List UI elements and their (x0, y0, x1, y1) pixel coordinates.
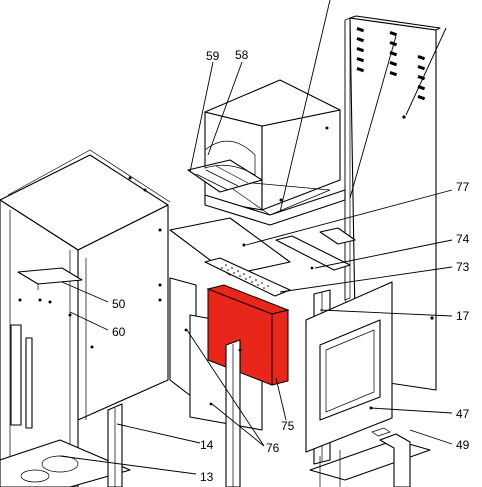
door[interactable] (305, 281, 393, 453)
shelf-bracket[interactable] (17, 267, 83, 290)
callout-59: 59 (206, 49, 220, 63)
callout-77: 77 (456, 180, 470, 194)
callout-58: 58 (235, 48, 249, 62)
stove-body-left[interactable] (0, 149, 171, 487)
side-support[interactable] (107, 403, 123, 487)
leader-lines (59, 0, 453, 475)
callout-73: 73 (456, 260, 470, 274)
callout-60: 60 (112, 325, 126, 339)
bottom-floor[interactable] (0, 439, 131, 487)
callout-17: 17 (456, 309, 470, 323)
top-baffle[interactable] (169, 217, 291, 276)
vent-slots (356, 27, 426, 101)
callout-labels: 59 58 77 74 73 50 60 17 75 47 76 14 49 1… (112, 48, 470, 484)
callout-74: 74 (456, 232, 470, 246)
callout-75: 75 (281, 419, 295, 433)
callout-76: 76 (266, 441, 280, 455)
callout-13: 13 (200, 470, 214, 484)
firebrick-top-face (206, 284, 290, 315)
callout-50: 50 (112, 297, 126, 311)
support-bracket[interactable] (275, 227, 356, 271)
rear-firebrick-75[interactable] (206, 284, 290, 386)
callout-49: 49 (456, 438, 470, 452)
convection-box[interactable] (204, 79, 346, 226)
callout-47: 47 (456, 407, 470, 421)
wire-grate[interactable] (187, 140, 263, 193)
door-column[interactable] (225, 339, 242, 487)
callout-14: 14 (200, 438, 214, 452)
perforated-plate[interactable] (204, 257, 291, 297)
firebrick-side-face (271, 309, 289, 386)
corner-trim[interactable] (371, 427, 411, 487)
